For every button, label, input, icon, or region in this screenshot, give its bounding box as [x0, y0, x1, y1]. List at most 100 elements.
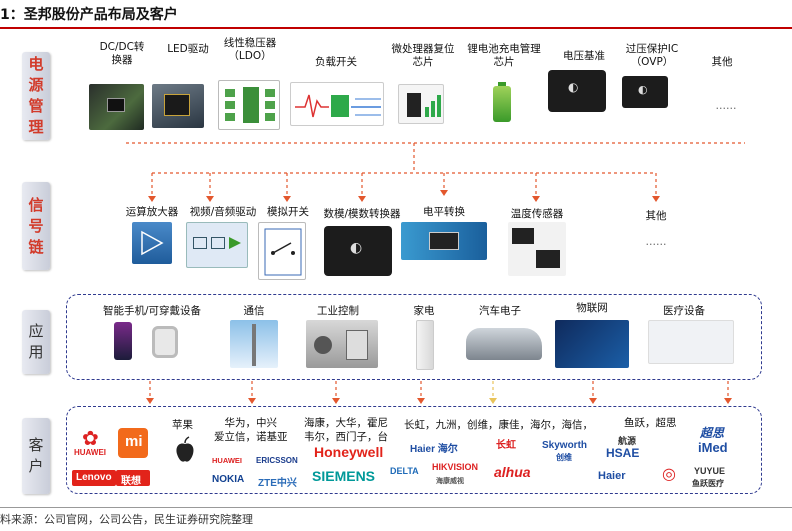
- sgmicro-logo-icon: ◐: [638, 83, 648, 96]
- block-icon: [265, 113, 275, 121]
- category-application: 应 用: [22, 310, 50, 374]
- lenovo-cn-logo: 联想: [116, 470, 150, 487]
- category-char: 用: [28, 343, 44, 361]
- zte-logo: ZTE中兴: [258, 478, 297, 489]
- iot-image: [555, 320, 629, 368]
- huawei-logo-text: HUAWEI: [74, 448, 106, 457]
- arrow-head: [532, 196, 540, 202]
- hsae-logo: HSAE: [606, 446, 640, 460]
- video-audio-image: [186, 222, 248, 268]
- car-image: [466, 328, 542, 360]
- ovp-chip-image: ◐: [622, 76, 668, 108]
- chip-icon: [429, 232, 459, 250]
- power-label-load-switch: 负载开关: [315, 56, 357, 68]
- huawei-small-logo: HUAWEI: [212, 456, 242, 465]
- signal-label-opamp: 运算放大器: [125, 206, 179, 218]
- arrow-head: [283, 196, 291, 202]
- yuyue-cn-logo: 鱼跃医疗: [692, 479, 724, 488]
- level-shift-image: [401, 222, 487, 260]
- analog-switch-image: [258, 222, 306, 280]
- battery-terminal-icon: [498, 82, 506, 86]
- haier-logo-2: Haier: [598, 470, 626, 482]
- air-conditioner-image: [416, 320, 434, 370]
- tower-icon: [252, 324, 256, 366]
- chip-icon: [407, 93, 421, 117]
- controller-icon: [346, 330, 368, 360]
- app-label-iot: 物联网: [576, 302, 608, 314]
- reset-chip-image: [398, 84, 444, 124]
- apple-logo: [174, 436, 196, 464]
- block-icon: [211, 237, 225, 249]
- signal-label-analog-switch: 模拟开关: [267, 206, 309, 218]
- signal-label-level-shift: 电平转换: [423, 206, 465, 218]
- sgmicro-logo-icon: ◐: [568, 80, 579, 94]
- adc-dac-chip-image: ◐: [324, 226, 392, 276]
- load-switch-image: [290, 82, 384, 126]
- nokia-logo: NOKIA: [212, 474, 245, 485]
- block-icon: [265, 89, 275, 97]
- app-label-auto: 汽车电子: [479, 305, 521, 317]
- amp-icon: [229, 237, 241, 249]
- customer-box: [66, 406, 762, 494]
- power-ellipsis: ……: [715, 100, 737, 112]
- signal-label-video-audio: 视频/音频驱动: [189, 206, 257, 218]
- category-char: 信: [28, 195, 44, 214]
- app-label-medical: 医疗设备: [663, 305, 705, 317]
- category-char: 理: [28, 118, 44, 136]
- arrow-head: [489, 398, 497, 404]
- category-customer: 客 户: [22, 418, 50, 494]
- category-char: 源: [28, 76, 44, 94]
- bar-icon: [431, 101, 435, 117]
- opamp-image: [132, 222, 172, 264]
- imed-cn-logo: 超思: [700, 426, 725, 440]
- customer-apple-text: 苹果: [172, 419, 193, 431]
- app-label-home-appliance: 家电: [413, 305, 435, 317]
- customer-home-text: 长虹，九洲，创维，康佳，海尔，海信，: [404, 419, 593, 431]
- block-icon: [243, 87, 259, 123]
- waveform-icon: [295, 94, 381, 118]
- ldo-diagram-image: [218, 80, 280, 130]
- customer-industrial-text: 海康，大华，霍尼 韦尔，西门子，台: [304, 417, 388, 443]
- honeywell-logo: Honeywell: [314, 444, 384, 460]
- chip-icon: [107, 98, 125, 112]
- power-label-reset: 微处理器复位 芯片: [391, 43, 455, 68]
- hangxin-logo: 航源: [618, 436, 637, 446]
- dcdc-board-image: [89, 84, 144, 130]
- lenovo-logo: Lenovo: [72, 470, 116, 486]
- power-label-ldo: 线性稳压器 （LDO）: [223, 37, 277, 62]
- xiaomi-logo: mi: [118, 428, 148, 458]
- chip-icon: [512, 228, 534, 244]
- category-char: 链: [28, 237, 44, 256]
- smartphone-image: [114, 322, 132, 360]
- signal-label-other: 其他: [645, 210, 667, 222]
- signal-ellipsis: ……: [645, 236, 667, 248]
- yuyue-swirl-icon: ◎: [662, 464, 676, 483]
- arrow-head: [358, 196, 366, 202]
- imed-logo: iMed: [698, 440, 728, 455]
- power-label-dcdc: DC/DC转 换器: [99, 41, 145, 66]
- hikvision-logo: HIKVISION: [432, 462, 479, 472]
- category-char: 号: [28, 216, 44, 235]
- customer-medical-text: 鱼跃，超思: [624, 417, 677, 429]
- block-icon: [225, 113, 235, 121]
- source-note: 料来源：公司官网，公司公告，民生证券研究院整理: [0, 513, 253, 526]
- arrow-head: [206, 196, 214, 202]
- dahua-logo: alhua: [494, 464, 531, 480]
- app-label-industrial: 工业控制: [317, 305, 359, 317]
- category-char: 管: [28, 97, 44, 115]
- power-label-ovp: 过压保护IC （OVP）: [625, 43, 679, 68]
- signal-label-adc-dac: 数模/模数转换器: [323, 208, 401, 220]
- haier-logo: Haier 海尔: [410, 444, 458, 455]
- medical-devices-image: [648, 320, 734, 364]
- arrow-head: [148, 196, 156, 202]
- signal-label-temp-sensor: 温度传感器: [510, 208, 564, 220]
- huawei-logo: ✿ HUAWEI: [74, 426, 108, 458]
- block-icon: [225, 101, 235, 109]
- lenovo-cn-logo-text: 联想: [121, 476, 141, 487]
- category-char: 应: [28, 322, 44, 340]
- delta-logo: DELTA: [390, 466, 419, 476]
- arrow-head: [440, 190, 448, 196]
- skyworth-cn-logo: 创维: [556, 453, 572, 462]
- category-char: 户: [28, 457, 44, 475]
- smartwatch-image: [152, 326, 178, 358]
